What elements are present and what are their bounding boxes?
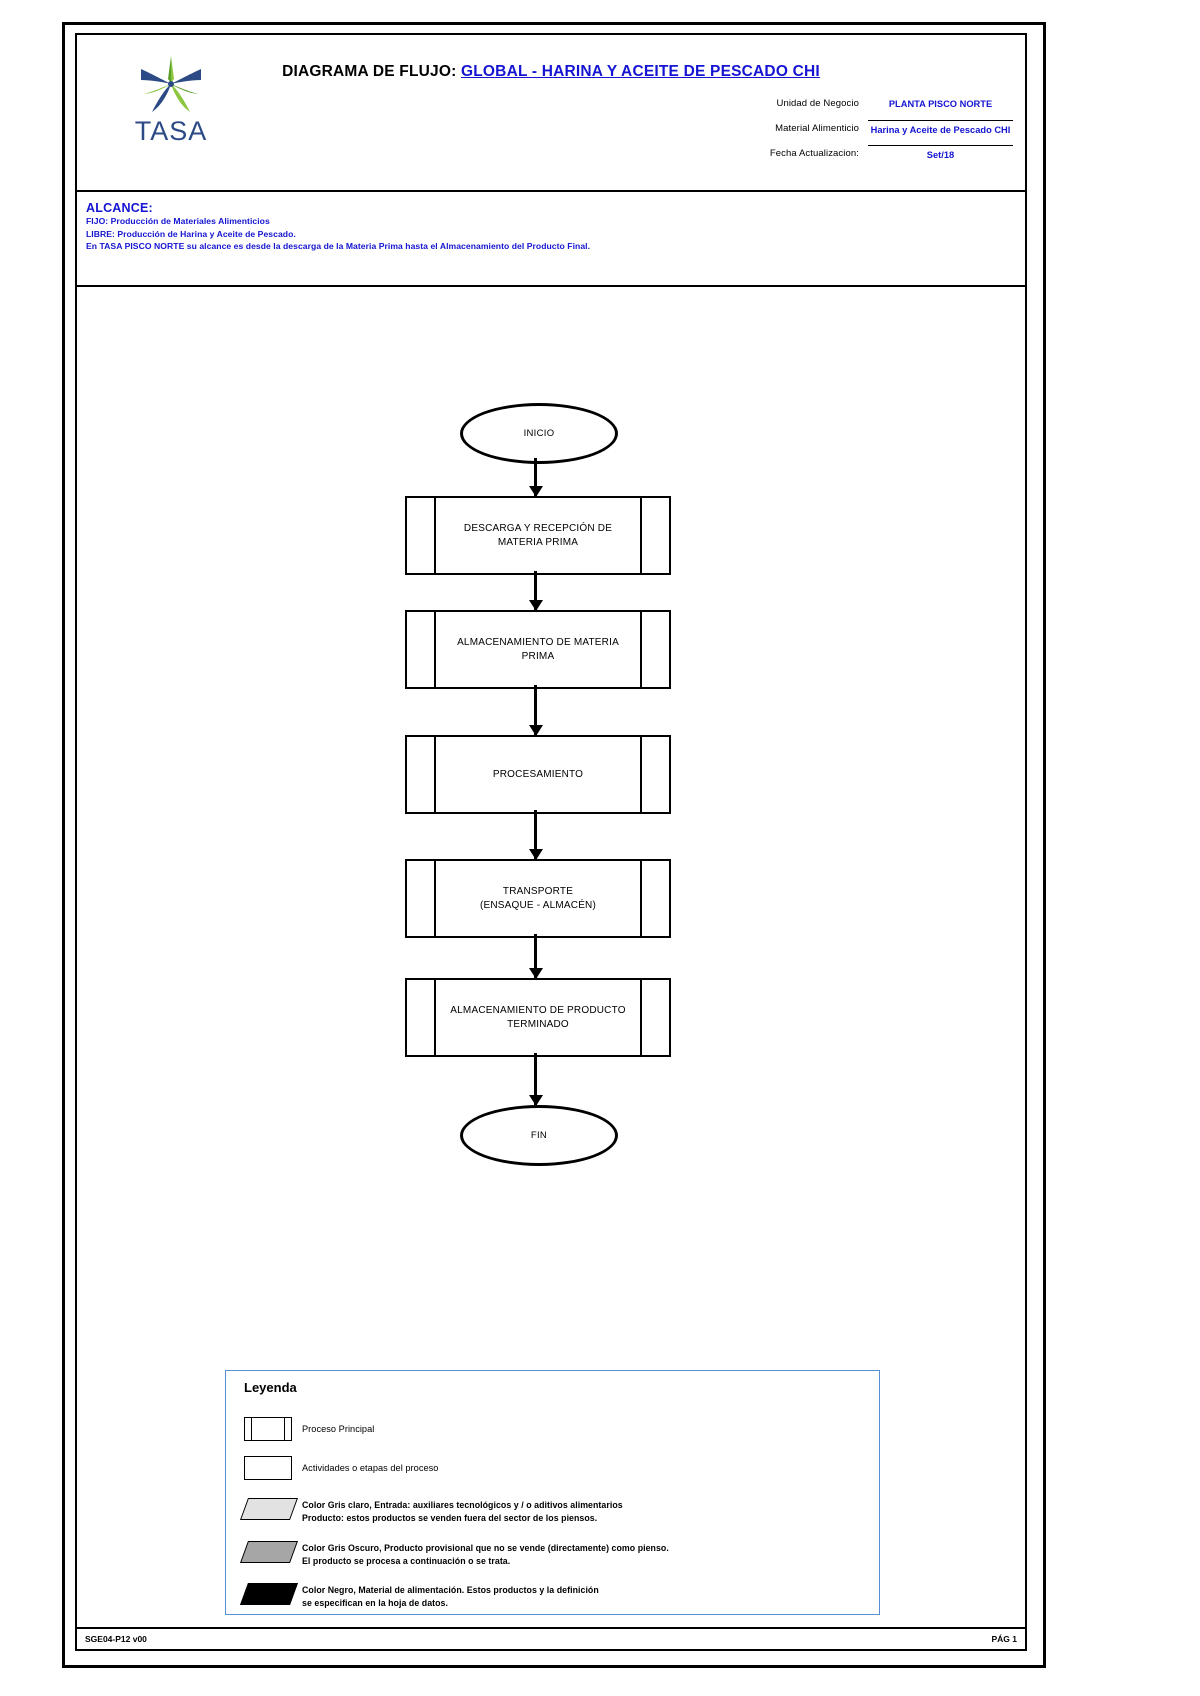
flow-arrow-2 <box>528 571 543 611</box>
legend-item-actividades: Actividades o etapas del proceso <box>244 1456 438 1480</box>
meta-row-material: Material Alimenticio Harina y Aceite de … <box>717 120 1013 145</box>
step-bar-left <box>407 498 436 573</box>
legend-symbol-rectangle-icon <box>244 1456 302 1480</box>
footer-page: PÁG 1 <box>991 1634 1017 1644</box>
alcance-title: ALCANCE: <box>86 201 153 215</box>
tasa-logo: TASA <box>111 53 231 158</box>
meta-row-unidad: Unidad de Negocio PLANTA PISCO NORTE <box>717 95 1013 120</box>
legend-symbol-parallelogram-dark-icon <box>239 1541 302 1563</box>
step-bar-right <box>640 737 669 812</box>
flow-end-label: FIN <box>530 1130 548 1141</box>
legend-label-2: Actividades o etapas del proceso <box>302 1463 439 1473</box>
step-bar-right <box>640 861 669 936</box>
step-bar-right <box>640 612 669 687</box>
legend-label-1: Proceso Principal <box>302 1424 375 1434</box>
flow-step-label-4: TRANSPORTE (ENSAQUE - ALMACÉN) <box>479 885 597 911</box>
tasa-star-icon <box>141 56 201 112</box>
meta-label-material: Material Alimenticio <box>775 123 859 134</box>
flow-terminator-start: INICIO <box>460 403 618 464</box>
step-bar-left <box>407 861 436 936</box>
flow-step-label-3: PROCESAMIENTO <box>492 768 584 780</box>
legend-item-gris-claro: Color Gris claro, Entrada: auxiliares te… <box>239 1498 623 1524</box>
flow-step-almacenamiento-pt: ALMACENAMIENTO DE PRODUCTO TERMINADO <box>405 978 671 1057</box>
header-meta-table: Unidad de Negocio PLANTA PISCO NORTE Mat… <box>717 95 1013 170</box>
legend-item-gris-oscuro: Color Gris Oscuro, Producto provisional … <box>239 1541 669 1567</box>
flow-arrow-6 <box>528 1053 543 1106</box>
flow-step-label-1: DESCARGA Y RECEPCIÓN DE MATERIA PRIMA <box>463 522 613 548</box>
legend-box: Leyenda Proceso Principal Actividades o … <box>225 1370 880 1615</box>
meta-value-material: Harina y Aceite de Pescado CHI <box>868 120 1013 136</box>
legend-title: Leyenda <box>244 1380 297 1395</box>
title-value: GLOBAL - HARINA Y ACEITE DE PESCADO CHI <box>461 63 820 80</box>
flow-step-label-5: ALMACENAMIENTO DE PRODUCTO TERMINADO <box>450 1004 626 1030</box>
meta-value-fecha: Set/18 <box>868 145 1013 161</box>
step-bar-left <box>407 980 436 1055</box>
flow-terminator-end: FIN <box>460 1105 618 1166</box>
alcance-line-libre: LIBRE: Producción de Harina y Aceite de … <box>86 228 296 239</box>
alcance-line-scope: En TASA PISCO NORTE su alcance es desde … <box>86 241 591 251</box>
step-bar-left <box>407 737 436 812</box>
legend-label-3: Color Gris claro, Entrada: auxiliares te… <box>302 1500 623 1523</box>
legend-item-proceso-principal: Proceso Principal <box>244 1417 374 1441</box>
legend-label-5: Color Negro, Material de alimentación. E… <box>302 1585 599 1608</box>
meta-label-unidad: Unidad de Negocio <box>776 98 859 109</box>
document-footer: SGE04-P12 v00 PÁG 1 <box>77 1627 1025 1649</box>
flow-step-descarga: DESCARGA Y RECEPCIÓN DE MATERIA PRIMA <box>405 496 671 575</box>
meta-row-fecha: Fecha Actualizacion: Set/18 <box>717 145 1013 170</box>
flow-arrow-4 <box>528 810 543 860</box>
flow-start-label: INICIO <box>523 428 555 439</box>
document-header: TASA DIAGRAMA DE FLUJO: GLOBAL - HARINA … <box>77 35 1025 192</box>
legend-symbol-parallelogram-light-icon <box>239 1498 302 1520</box>
flowchart-canvas: INICIO DESCARGA Y RECEPCIÓN DE MATERIA P… <box>77 287 1025 1624</box>
flow-step-transporte: TRANSPORTE (ENSAQUE - ALMACÉN) <box>405 859 671 938</box>
footer-code: SGE04-P12 v00 <box>85 1634 147 1644</box>
document-sheet: TASA DIAGRAMA DE FLUJO: GLOBAL - HARINA … <box>75 33 1027 1651</box>
alcance-line-fijo: FIJO: Producción de Materiales Alimentic… <box>86 216 270 226</box>
flow-step-label-2: ALMACENAMIENTO DE MATERIA PRIMA <box>457 636 619 662</box>
logo-wordmark: TASA <box>134 116 208 146</box>
title-label: DIAGRAMA DE FLUJO: <box>282 63 457 80</box>
flow-step-procesamiento: PROCESAMIENTO <box>405 735 671 814</box>
legend-symbol-parallelogram-black-icon <box>239 1583 302 1605</box>
meta-value-unidad: PLANTA PISCO NORTE <box>888 99 993 109</box>
flow-step-almacenamiento-mp: ALMACENAMIENTO DE MATERIA PRIMA <box>405 610 671 689</box>
alcance-section: ALCANCE: FIJO: Producción de Materiales … <box>77 192 1025 287</box>
legend-label-4: Color Gris Oscuro, Producto provisional … <box>302 1543 669 1566</box>
step-bar-right <box>640 498 669 573</box>
meta-label-fecha: Fecha Actualizacion: <box>769 148 859 159</box>
step-bar-right <box>640 980 669 1055</box>
flow-arrow-1 <box>528 458 543 497</box>
legend-symbol-predefined-process-icon <box>244 1417 302 1441</box>
flow-arrow-5 <box>528 934 543 979</box>
legend-item-negro: Color Negro, Material de alimentación. E… <box>239 1583 599 1609</box>
step-bar-left <box>407 612 436 687</box>
flow-arrow-3 <box>528 685 543 736</box>
page-title: DIAGRAMA DE FLUJO: GLOBAL - HARINA Y ACE… <box>77 63 1025 81</box>
